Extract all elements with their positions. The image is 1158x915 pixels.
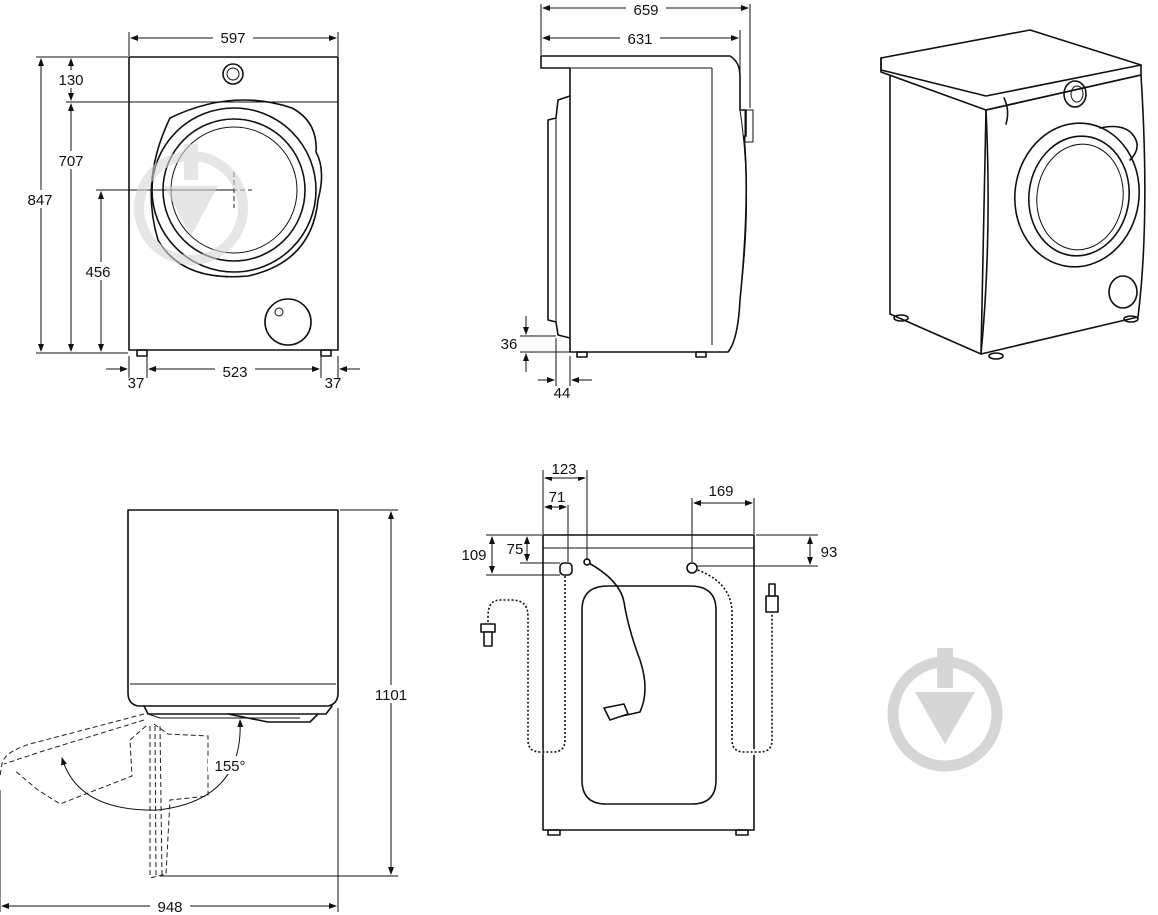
foot-right-label: 37: [325, 375, 342, 392]
drain-height-inner-label: 75: [507, 541, 524, 558]
watermark-logo-icon: [887, 648, 1003, 772]
drain-inner-label: 71: [549, 489, 566, 506]
side-view: 659 631 36 44: [501, 0, 754, 402]
front-width-label: 597: [220, 30, 245, 47]
depth-total-label: 659: [633, 2, 658, 19]
door-top-label: 707: [58, 153, 83, 170]
top-panel-label: 130: [58, 72, 83, 89]
drain-outer-label: 123: [551, 461, 576, 478]
foot-left-label: 37: [128, 375, 145, 392]
foot-height-label: 36: [501, 336, 518, 353]
front-view: 597 847 130 707 456 37 523 37: [22, 28, 360, 392]
isometric-view: [880, 29, 1146, 360]
overall-depth-label: 948: [157, 899, 182, 915]
opening-angle-label: 155°: [214, 758, 245, 775]
rear-view: 123 71 169 109 75 93: [461, 459, 838, 836]
foot-inset-label: 44: [554, 385, 571, 402]
foot-span-label: 523: [222, 364, 247, 381]
overall-height-label: 1101: [375, 687, 407, 704]
inlet-offset-label: 169: [708, 483, 733, 500]
inlet-height-label: 93: [821, 544, 838, 561]
depth-body-label: 631: [627, 31, 652, 48]
drain-height-outer-label: 109: [461, 547, 486, 564]
front-height-label: 847: [27, 192, 52, 209]
door-center-label: 456: [85, 264, 110, 281]
door-swing-view: 155° 1101 948: [0, 509, 410, 915]
watermark-logo-icon: [134, 144, 248, 265]
